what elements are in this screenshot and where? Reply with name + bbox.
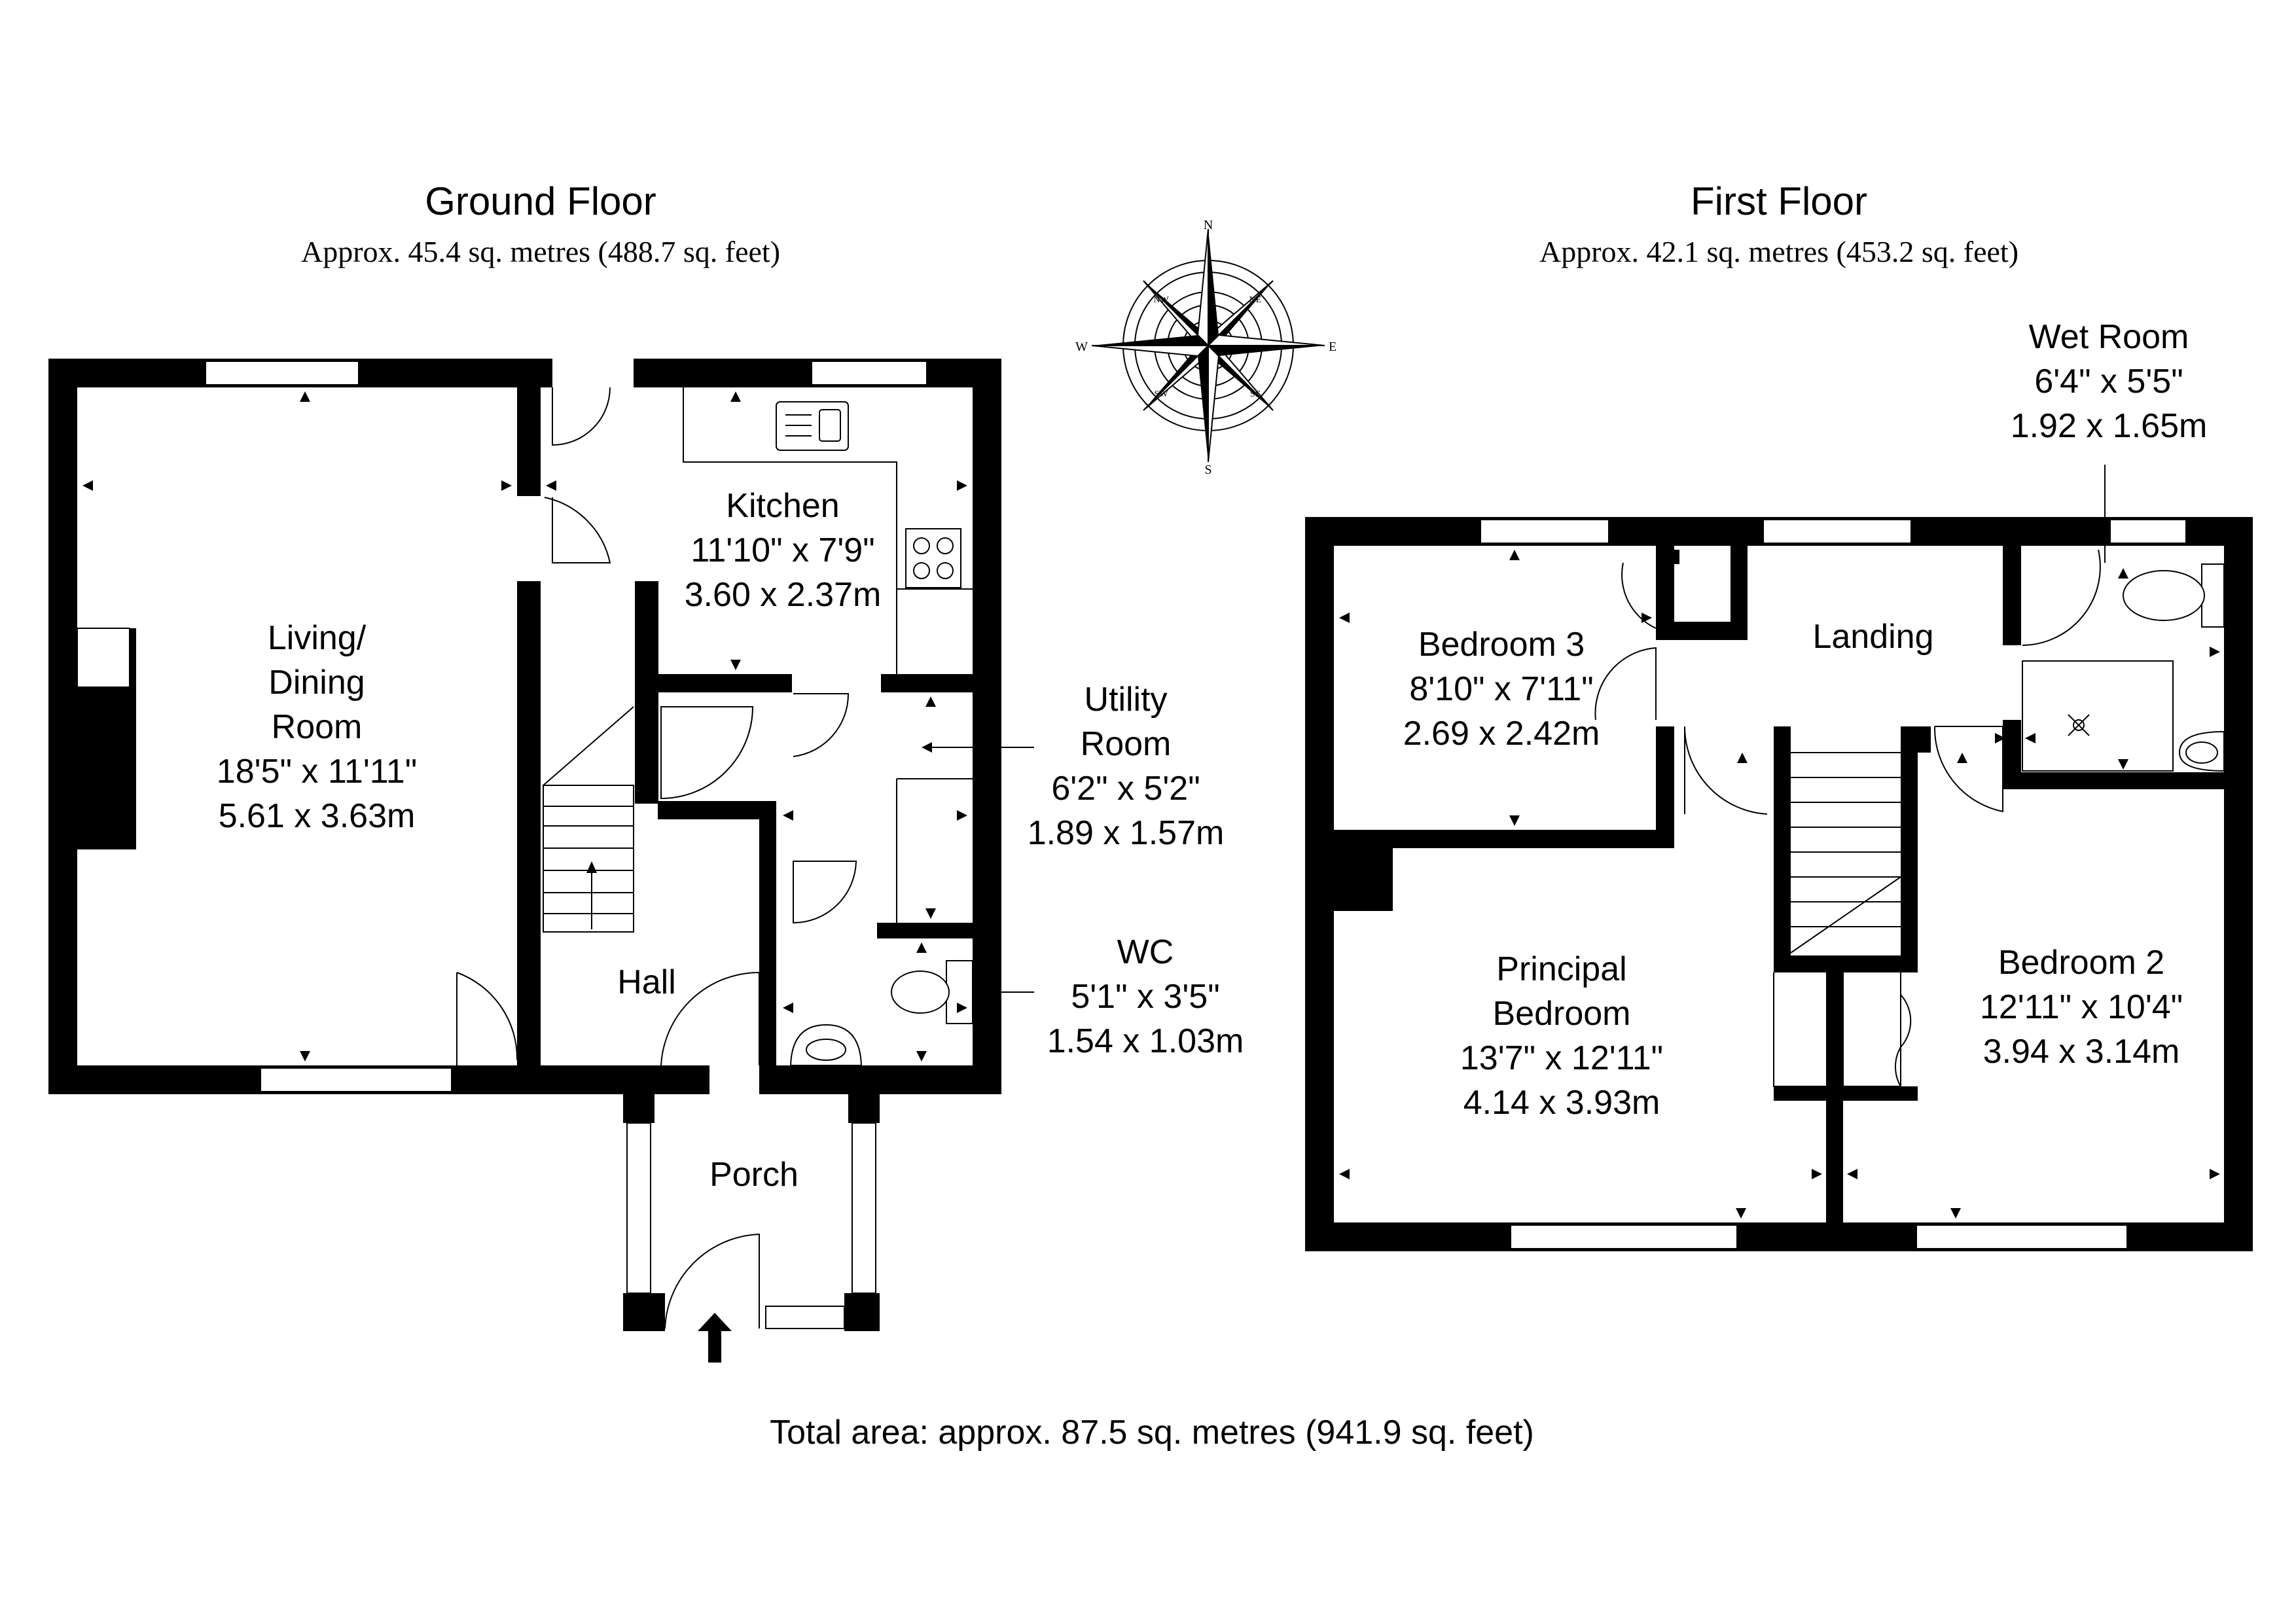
ground-floor-plan — [48, 359, 1034, 1363]
entrance-arrow-icon — [698, 1313, 732, 1363]
hob-icon — [905, 528, 961, 588]
kitchen-label: Kitchen 11'10" x 7'9" 3.60 x 2.37m — [685, 487, 882, 614]
svg-text:2.69 x 2.42m: 2.69 x 2.42m — [1403, 715, 1600, 753]
svg-text:Bedroom 2: Bedroom 2 — [1998, 944, 2164, 982]
svg-text:3.94 x 3.14m: 3.94 x 3.14m — [1983, 1033, 2180, 1071]
svg-text:6'2" x 5'2": 6'2" x 5'2" — [1051, 770, 1200, 808]
first-floor-title: First Floor — [1691, 179, 1867, 223]
svg-text:Wet Room: Wet Room — [2029, 318, 2189, 356]
toilet-icon — [891, 960, 973, 1024]
principal-bedroom-label: Principal Bedroom 13'7" x 12'11" 4.14 x … — [1460, 950, 1663, 1122]
staircase — [543, 706, 634, 933]
svg-text:5'1" x 3'5": 5'1" x 3'5" — [1071, 978, 1219, 1016]
svg-text:Bedroom: Bedroom — [1493, 995, 1631, 1033]
svg-text:13'7" x 12'11": 13'7" x 12'11" — [1460, 1039, 1663, 1077]
dimension-arrows — [82, 391, 967, 1061]
basin-icon — [789, 1024, 863, 1066]
ground-floor-title: Ground Floor — [425, 179, 656, 223]
svg-text:3.60 x 2.37m: 3.60 x 2.37m — [685, 576, 882, 614]
landing-window — [1763, 519, 1912, 544]
compass-sw-label: SW — [1155, 389, 1169, 399]
compass-nw-label: NW — [1153, 295, 1169, 305]
svg-text:1.54 x 1.03m: 1.54 x 1.03m — [1047, 1022, 1244, 1060]
bedroom3-window — [1480, 519, 1609, 544]
bedroom3-label: Bedroom 3 8'10" x 7'11" 2.69 x 2.42m — [1403, 626, 1600, 753]
hall-label: Hall — [617, 963, 676, 1001]
living-room-label: Living/ Dining Room 18'5" x 11'11" 5.61 … — [217, 619, 417, 835]
living-window-top — [205, 361, 359, 385]
svg-text:18'5" x 11'11": 18'5" x 11'11" — [217, 753, 417, 791]
svg-text:12'11" x 10'4": 12'11" x 10'4" — [1980, 988, 2183, 1026]
first-floor-staircase — [1790, 752, 1901, 954]
svg-text:Room: Room — [1081, 725, 1172, 763]
svg-text:Kitchen: Kitchen — [726, 487, 839, 525]
compass-n-label: N — [1204, 218, 1213, 232]
svg-text:Room: Room — [272, 708, 363, 746]
sink-icon — [776, 401, 849, 451]
svg-text:4.14 x 3.93m: 4.14 x 3.93m — [1463, 1084, 1660, 1122]
utility-room-label: Utility Room 6'2" x 5'2" 1.89 x 1.57m — [1028, 681, 1225, 852]
first-floor-basin-icon — [2178, 730, 2225, 772]
compass-s-label: S — [1204, 463, 1211, 477]
shower-icon — [2022, 660, 2174, 772]
compass-w-label: W — [1075, 340, 1088, 354]
wet-room-window — [2109, 519, 2187, 544]
svg-text:5.61 x 3.63m: 5.61 x 3.63m — [219, 797, 416, 835]
first-floor-toilet-icon — [2123, 563, 2225, 628]
first-floor-plan — [1305, 465, 2253, 1251]
first-floor-area: Approx. 42.1 sq. metres (453.2 sq. feet) — [1539, 235, 2018, 268]
svg-text:Living/: Living/ — [268, 619, 367, 657]
compass-rose-icon: N S E W NE NW SE SW — [1075, 218, 1336, 477]
principal-window — [1510, 1224, 1738, 1249]
svg-text:Bedroom 3: Bedroom 3 — [1418, 626, 1585, 664]
svg-text:Utility: Utility — [1084, 681, 1167, 719]
svg-text:Dining: Dining — [268, 664, 365, 702]
total-area: Total area: approx. 87.5 sq. metres (941… — [770, 1414, 1534, 1452]
wet-room-label: Wet Room 6'4" x 5'5" 1.92 x 1.65m — [2011, 318, 2208, 445]
compass-e-label: E — [1329, 340, 1336, 354]
landing-label: Landing — [1812, 618, 1933, 656]
svg-text:8'10" x 7'11": 8'10" x 7'11" — [1409, 670, 1593, 708]
bedroom2-window — [1916, 1224, 2128, 1249]
svg-text:11'10" x 7'9": 11'10" x 7'9" — [691, 531, 874, 569]
svg-text:1.92 x 1.65m: 1.92 x 1.65m — [2011, 407, 2208, 445]
bedroom2-label: Bedroom 2 12'11" x 10'4" 3.94 x 3.14m — [1980, 944, 2183, 1071]
compass-ne-label: NE — [1249, 295, 1262, 305]
living-window-bottom — [260, 1067, 452, 1092]
svg-text:6'4" x 5'5": 6'4" x 5'5" — [2034, 363, 2183, 401]
ground-floor-area: Approx. 45.4 sq. metres (488.7 sq. feet) — [301, 235, 780, 268]
compass-se-label: SE — [1250, 389, 1261, 399]
kitchen-window — [811, 361, 927, 385]
first-floor-dimension-arrows — [1339, 550, 2220, 1219]
porch-label: Porch — [709, 1156, 798, 1194]
wc-label: WC 5'1" x 3'5" 1.54 x 1.03m — [1047, 933, 1244, 1060]
svg-text:WC: WC — [1117, 933, 1174, 971]
svg-text:Principal: Principal — [1496, 950, 1626, 988]
svg-text:1.89 x 1.57m: 1.89 x 1.57m — [1028, 814, 1225, 852]
